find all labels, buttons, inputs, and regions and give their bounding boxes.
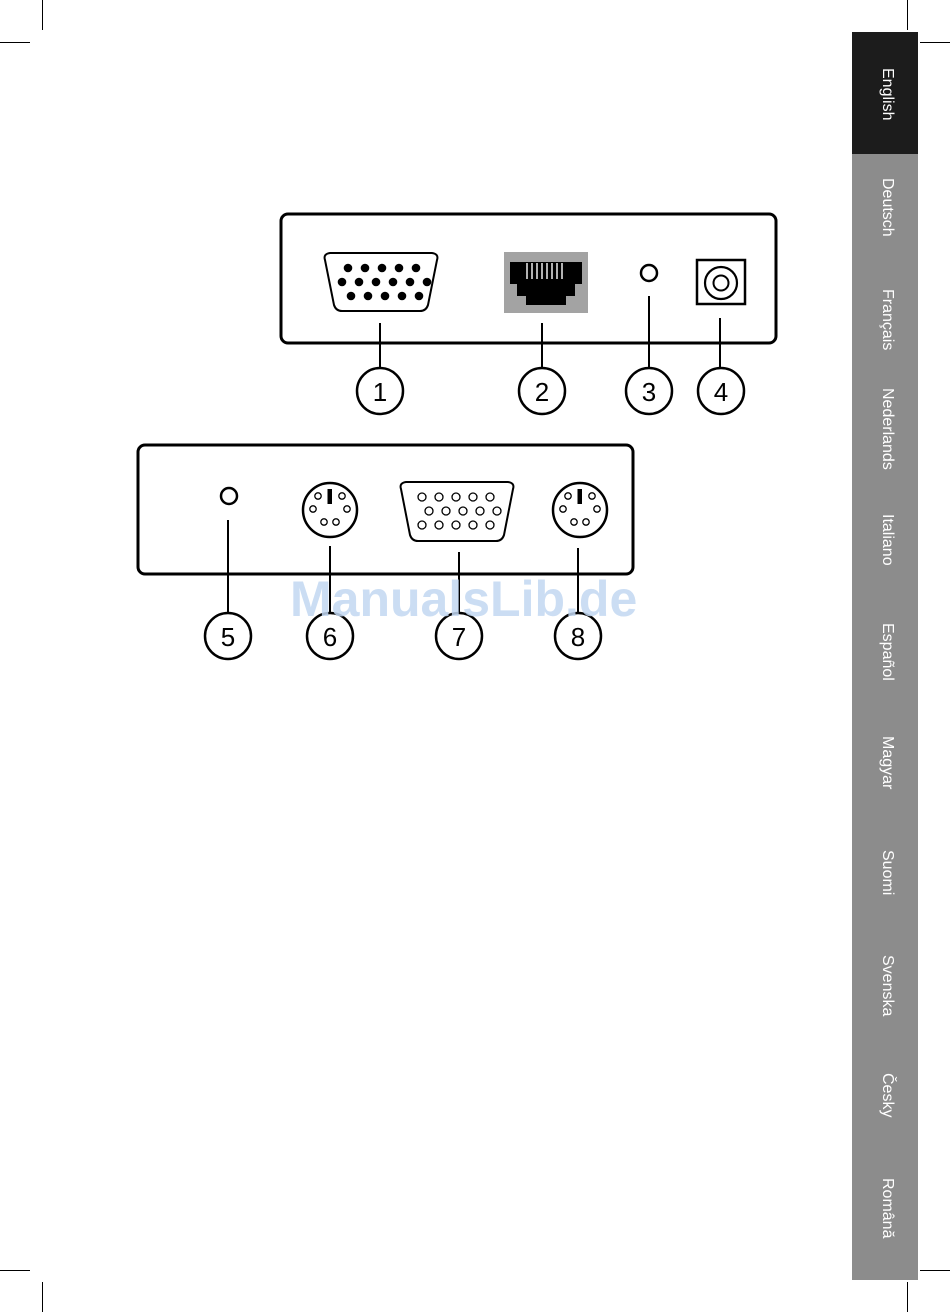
led-indicator-icon [221, 488, 237, 504]
led-indicator-icon [641, 265, 657, 281]
power-jack-icon [697, 260, 745, 304]
language-tab-svenska[interactable]: Svenska [852, 919, 918, 1030]
language-tab-romana[interactable]: Română [852, 1142, 918, 1253]
crop-mark [42, 1282, 43, 1312]
language-tab-label: Magyar [878, 736, 896, 789]
callout-3: 3 [626, 368, 672, 414]
callout-number: 1 [373, 377, 387, 407]
language-tab-label: Suomi [878, 850, 896, 895]
watermark: ManualsLib.de [290, 570, 637, 628]
callout-4: 4 [698, 368, 744, 414]
callout-number: 5 [221, 622, 235, 652]
callout-number: 2 [535, 377, 549, 407]
language-tab-suomi[interactable]: Suomi [852, 814, 918, 925]
vga-port-icon [325, 253, 438, 311]
callout-2: 2 [519, 368, 565, 414]
crop-mark [0, 1270, 30, 1271]
language-tab-label: Svenska [878, 955, 896, 1016]
language-tab-label: Česky [878, 1073, 896, 1117]
ps2-port-icon [303, 483, 357, 537]
callout-number: 4 [714, 377, 728, 407]
callout-5: 5 [205, 613, 251, 659]
language-tab-label: Română [878, 1178, 896, 1238]
callout-number: 3 [642, 377, 656, 407]
crop-mark [907, 1282, 908, 1312]
language-tab-cesky[interactable]: Česky [852, 1037, 918, 1148]
callout-1: 1 [357, 368, 403, 414]
ps2-port-icon [553, 483, 607, 537]
crop-mark [920, 1270, 950, 1271]
rj45-port-icon [504, 252, 588, 313]
vga-port-icon [401, 482, 514, 541]
